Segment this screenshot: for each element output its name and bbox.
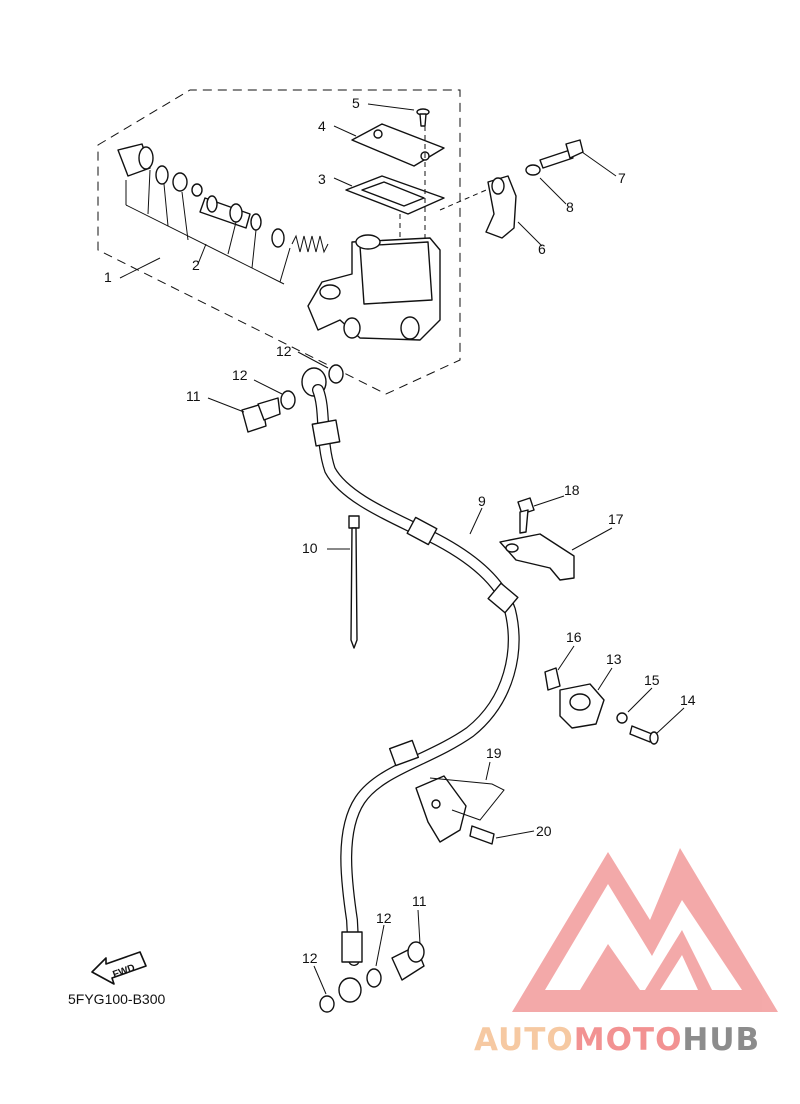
fwd-arrow-icon: FWD (91, 951, 147, 985)
callout-9: 9 (478, 493, 486, 509)
callout-13: 13 (606, 651, 622, 667)
hose-fittings (311, 419, 519, 1003)
assembly-boundary (97, 89, 461, 395)
callout-12-a: 12 (276, 343, 292, 359)
master-cylinder-parts (117, 108, 501, 341)
clamp-lower (544, 667, 659, 745)
callout-12-d: 12 (302, 950, 318, 966)
bracket (415, 775, 505, 845)
watermark-text: AUTOMOTOHUB (474, 1022, 760, 1058)
cable-tie (348, 515, 360, 649)
leader-lines (119, 103, 685, 995)
callout-3: 3 (318, 171, 326, 187)
callout-17: 17 (608, 511, 624, 527)
callout-labels: 1 2 3 4 5 6 7 8 9 10 11 11 12 12 12 12 1… (104, 95, 696, 966)
callout-19: 19 (486, 745, 502, 761)
callout-18: 18 (564, 482, 580, 498)
callout-5: 5 (352, 95, 360, 111)
callout-16: 16 (566, 629, 582, 645)
callout-15: 15 (644, 672, 660, 688)
callout-2: 2 (192, 257, 200, 273)
callout-11-bottom: 11 (412, 893, 427, 909)
watermark-text-hub: HUB (682, 1022, 760, 1058)
watermark-text-auto: AUTO (474, 1022, 574, 1058)
banjo-top (241, 364, 344, 433)
callout-11-top: 11 (186, 388, 201, 404)
callout-4: 4 (318, 118, 326, 134)
callout-12-c: 12 (376, 910, 392, 926)
banjo-bottom (319, 941, 425, 1013)
diagram-code: 5FYG100-B300 (68, 991, 165, 1007)
callout-10: 10 (302, 540, 318, 556)
callout-8: 8 (566, 199, 574, 215)
callout-7: 7 (618, 170, 626, 186)
holder-parts (485, 139, 584, 239)
watermark-logo (512, 848, 778, 1012)
callout-14: 14 (680, 692, 696, 708)
callout-20: 20 (536, 823, 552, 839)
callout-6: 6 (538, 241, 546, 257)
clamp-upper (499, 497, 575, 581)
callout-1: 1 (104, 269, 112, 285)
watermark-text-moto: MOTO (574, 1022, 683, 1058)
callout-12-b: 12 (232, 367, 248, 383)
